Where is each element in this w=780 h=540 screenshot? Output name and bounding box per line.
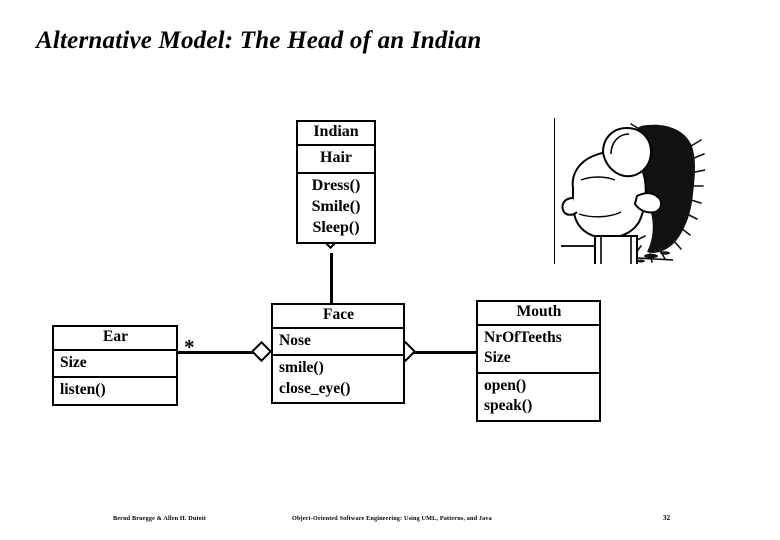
aggregation-diamond-face-left <box>250 340 273 363</box>
uml-operation: Dress() <box>311 177 361 194</box>
uml-class-name-ear: Ear <box>103 328 128 345</box>
uml-attributes-indian: Hair <box>298 144 374 172</box>
indian-head-cartoon-image <box>554 118 705 264</box>
footer-book-title: Object-Oriented Software Engineering: Us… <box>292 515 492 522</box>
uml-class-face[interactable]: Face Nose smile() close_eye() <box>271 303 405 404</box>
uml-attribute: Size <box>484 349 511 366</box>
uml-operations-face: smile() close_eye() <box>273 354 403 402</box>
multiplicity-label-ear: * <box>184 335 195 359</box>
association-line-face-mouth <box>412 351 476 354</box>
uml-class-mouth[interactable]: Mouth NrOfTeeths Size open() speak() <box>476 300 601 422</box>
uml-class-ear[interactable]: Ear Size listen() <box>52 325 178 406</box>
uml-attribute: Size <box>60 353 87 371</box>
uml-attribute: Nose <box>279 331 311 349</box>
page-title: Alternative Model: The Head of an Indian <box>36 27 482 54</box>
indian-head-cartoon-icon <box>555 118 705 264</box>
uml-operation: close_eye() <box>279 379 351 397</box>
footer-authors: Bernd Bruegge & Allen H. Dutoit <box>113 515 206 522</box>
uml-class-name-indian: Indian <box>313 123 359 140</box>
uml-operations-mouth: open() speak() <box>478 371 599 420</box>
uml-operation: open() <box>484 376 527 394</box>
uml-operations-ear: listen() <box>54 376 176 404</box>
uml-operation: smile() <box>279 359 324 376</box>
uml-class-indian[interactable]: Indian Hair Dress() Smile() Sleep() <box>296 120 376 244</box>
association-line-indian-face <box>330 253 333 303</box>
uml-operations-indian: Dress() Smile() Sleep() <box>298 172 374 242</box>
uml-attributes-mouth: NrOfTeeths Size <box>478 323 599 372</box>
uml-operation: speak() <box>484 397 533 414</box>
association-line-ear-face <box>178 351 264 354</box>
uml-class-name-face: Face <box>323 306 354 323</box>
uml-class-name-mouth: Mouth <box>516 303 562 320</box>
footer-page-number: 32 <box>663 514 671 522</box>
uml-operation: listen() <box>60 381 106 398</box>
uml-operation: Smile() <box>311 198 361 215</box>
uml-attribute: NrOfTeeths <box>484 328 562 346</box>
uml-attribute: Hair <box>320 149 352 166</box>
uml-attributes-ear: Size <box>54 348 176 377</box>
uml-operation: Sleep() <box>312 219 360 236</box>
uml-attributes-face: Nose <box>273 326 403 355</box>
